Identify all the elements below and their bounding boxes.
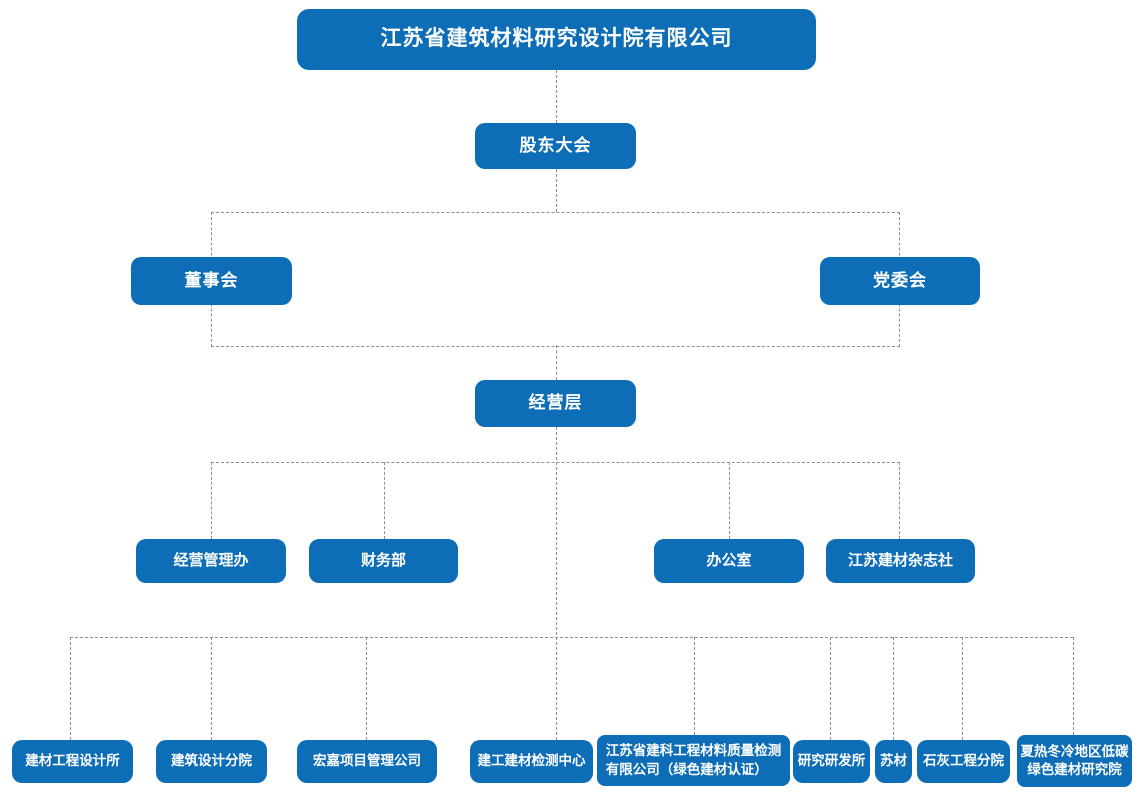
org-node-rnd-institute: 研究研发所 [793, 740, 870, 783]
org-node-office: 办公室 [654, 539, 804, 583]
org-node-finance-dept: 财务部 [309, 539, 458, 583]
connector-drop-arch-branch [211, 637, 212, 740]
connector-governance-rectangle [211, 212, 900, 347]
connector-root-shareholders [556, 70, 557, 123]
connector-drop-mgmt-office [211, 462, 212, 539]
org-node-testing-center: 建工建材检测中心 [470, 740, 593, 783]
connector-governance-management [556, 345, 557, 380]
org-node-root: 江苏省建筑材料研究设计院有限公司 [297, 9, 816, 70]
connector-drop-finance [384, 462, 385, 539]
connector-drop-lime [962, 637, 963, 740]
org-node-hongjia: 宏嘉项目管理公司 [297, 740, 437, 783]
connector-drop-jianke [694, 637, 695, 735]
connector-level5-horizontal [211, 462, 900, 463]
connector-drop-sucai [893, 637, 894, 740]
org-node-shareholders: 股东大会 [475, 123, 636, 169]
org-node-party-committee: 党委会 [820, 257, 980, 305]
org-node-low-carbon: 夏热冬冷地区低碳 绿色建材研究院 [1017, 735, 1132, 787]
org-node-design-institute: 建材工程设计所 [12, 740, 133, 783]
connector-shareholders-governance [556, 169, 557, 212]
connector-drop-rnd [830, 637, 831, 740]
org-node-sucai: 苏材 [875, 740, 912, 783]
connector-management-trunk [556, 427, 557, 740]
connector-bottom-horizontal [70, 637, 1073, 638]
org-node-board: 董事会 [131, 257, 292, 305]
org-node-arch-branch: 建筑设计分院 [156, 740, 267, 783]
org-node-management: 经营层 [475, 380, 636, 427]
org-node-magazine: 江苏建材杂志社 [826, 539, 975, 583]
org-node-lime-branch: 石灰工程分院 [917, 740, 1010, 783]
connector-drop-low-carbon [1073, 637, 1074, 735]
connector-drop-hongjia [366, 637, 367, 740]
connector-drop-design-institute [70, 637, 71, 740]
org-node-jianke: 江苏省建科工程材料质量检测 有限公司（绿色建材认证） [597, 735, 790, 786]
org-node-mgmt-office: 经营管理办 [136, 539, 286, 583]
connector-drop-magazine [899, 462, 900, 539]
connector-drop-office [729, 462, 730, 539]
